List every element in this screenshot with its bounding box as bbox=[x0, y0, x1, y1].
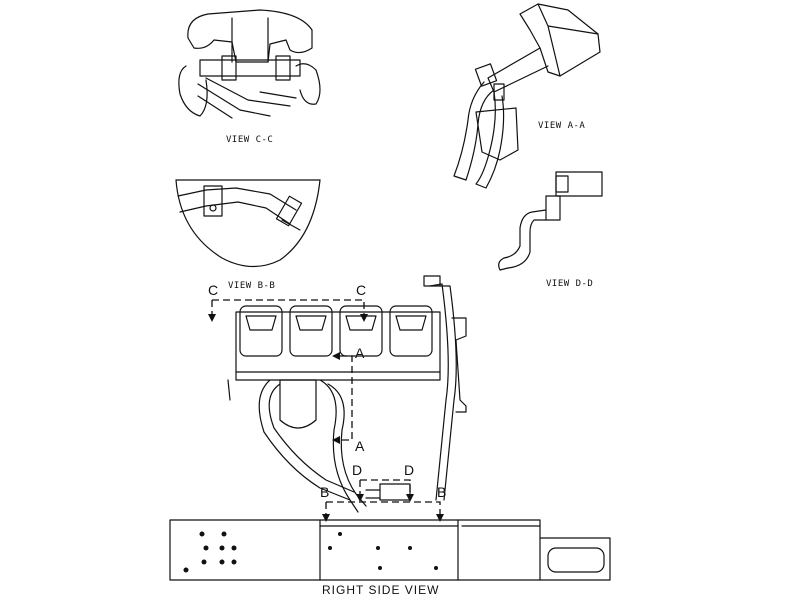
section-letter-c-left: C bbox=[208, 282, 219, 298]
section-letter-d-right: D bbox=[404, 462, 415, 478]
section-line-a bbox=[340, 355, 353, 441]
view-a-a-label: VIEW A-A bbox=[538, 121, 586, 131]
left-hose bbox=[258, 379, 351, 501]
section-line-b bbox=[326, 501, 441, 514]
section-line-d bbox=[360, 479, 411, 494]
view-b-b-label: VIEW B-B bbox=[228, 281, 276, 291]
view-d-d-drawing bbox=[498, 171, 603, 271]
main-assembly-drawing bbox=[169, 275, 611, 581]
section-letter-b-left: B bbox=[320, 484, 330, 500]
section-lines bbox=[211, 299, 441, 514]
section-arrows bbox=[208, 314, 444, 522]
section-letter-c-right: C bbox=[356, 282, 367, 298]
manifold-stack bbox=[227, 305, 441, 401]
view-c-c-drawing bbox=[178, 9, 321, 119]
frame-rail bbox=[169, 519, 611, 581]
view-d-d-label: VIEW D-D bbox=[546, 279, 594, 289]
view-a-a-drawing bbox=[453, 3, 601, 189]
right-side-view-label: RIGHT SIDE VIEW bbox=[322, 583, 440, 597]
section-line-c bbox=[212, 299, 365, 314]
section-letter-d-left: D bbox=[352, 462, 363, 478]
section-letter-a-bottom: A bbox=[355, 438, 365, 454]
section-letter-b-right: B bbox=[437, 484, 447, 500]
view-c-c-label: VIEW C-C bbox=[226, 135, 274, 145]
section-letter-a-top: A bbox=[355, 345, 365, 361]
view-b-b-drawing bbox=[175, 179, 321, 268]
rail-holes bbox=[183, 531, 438, 573]
filter-canister bbox=[279, 379, 317, 429]
